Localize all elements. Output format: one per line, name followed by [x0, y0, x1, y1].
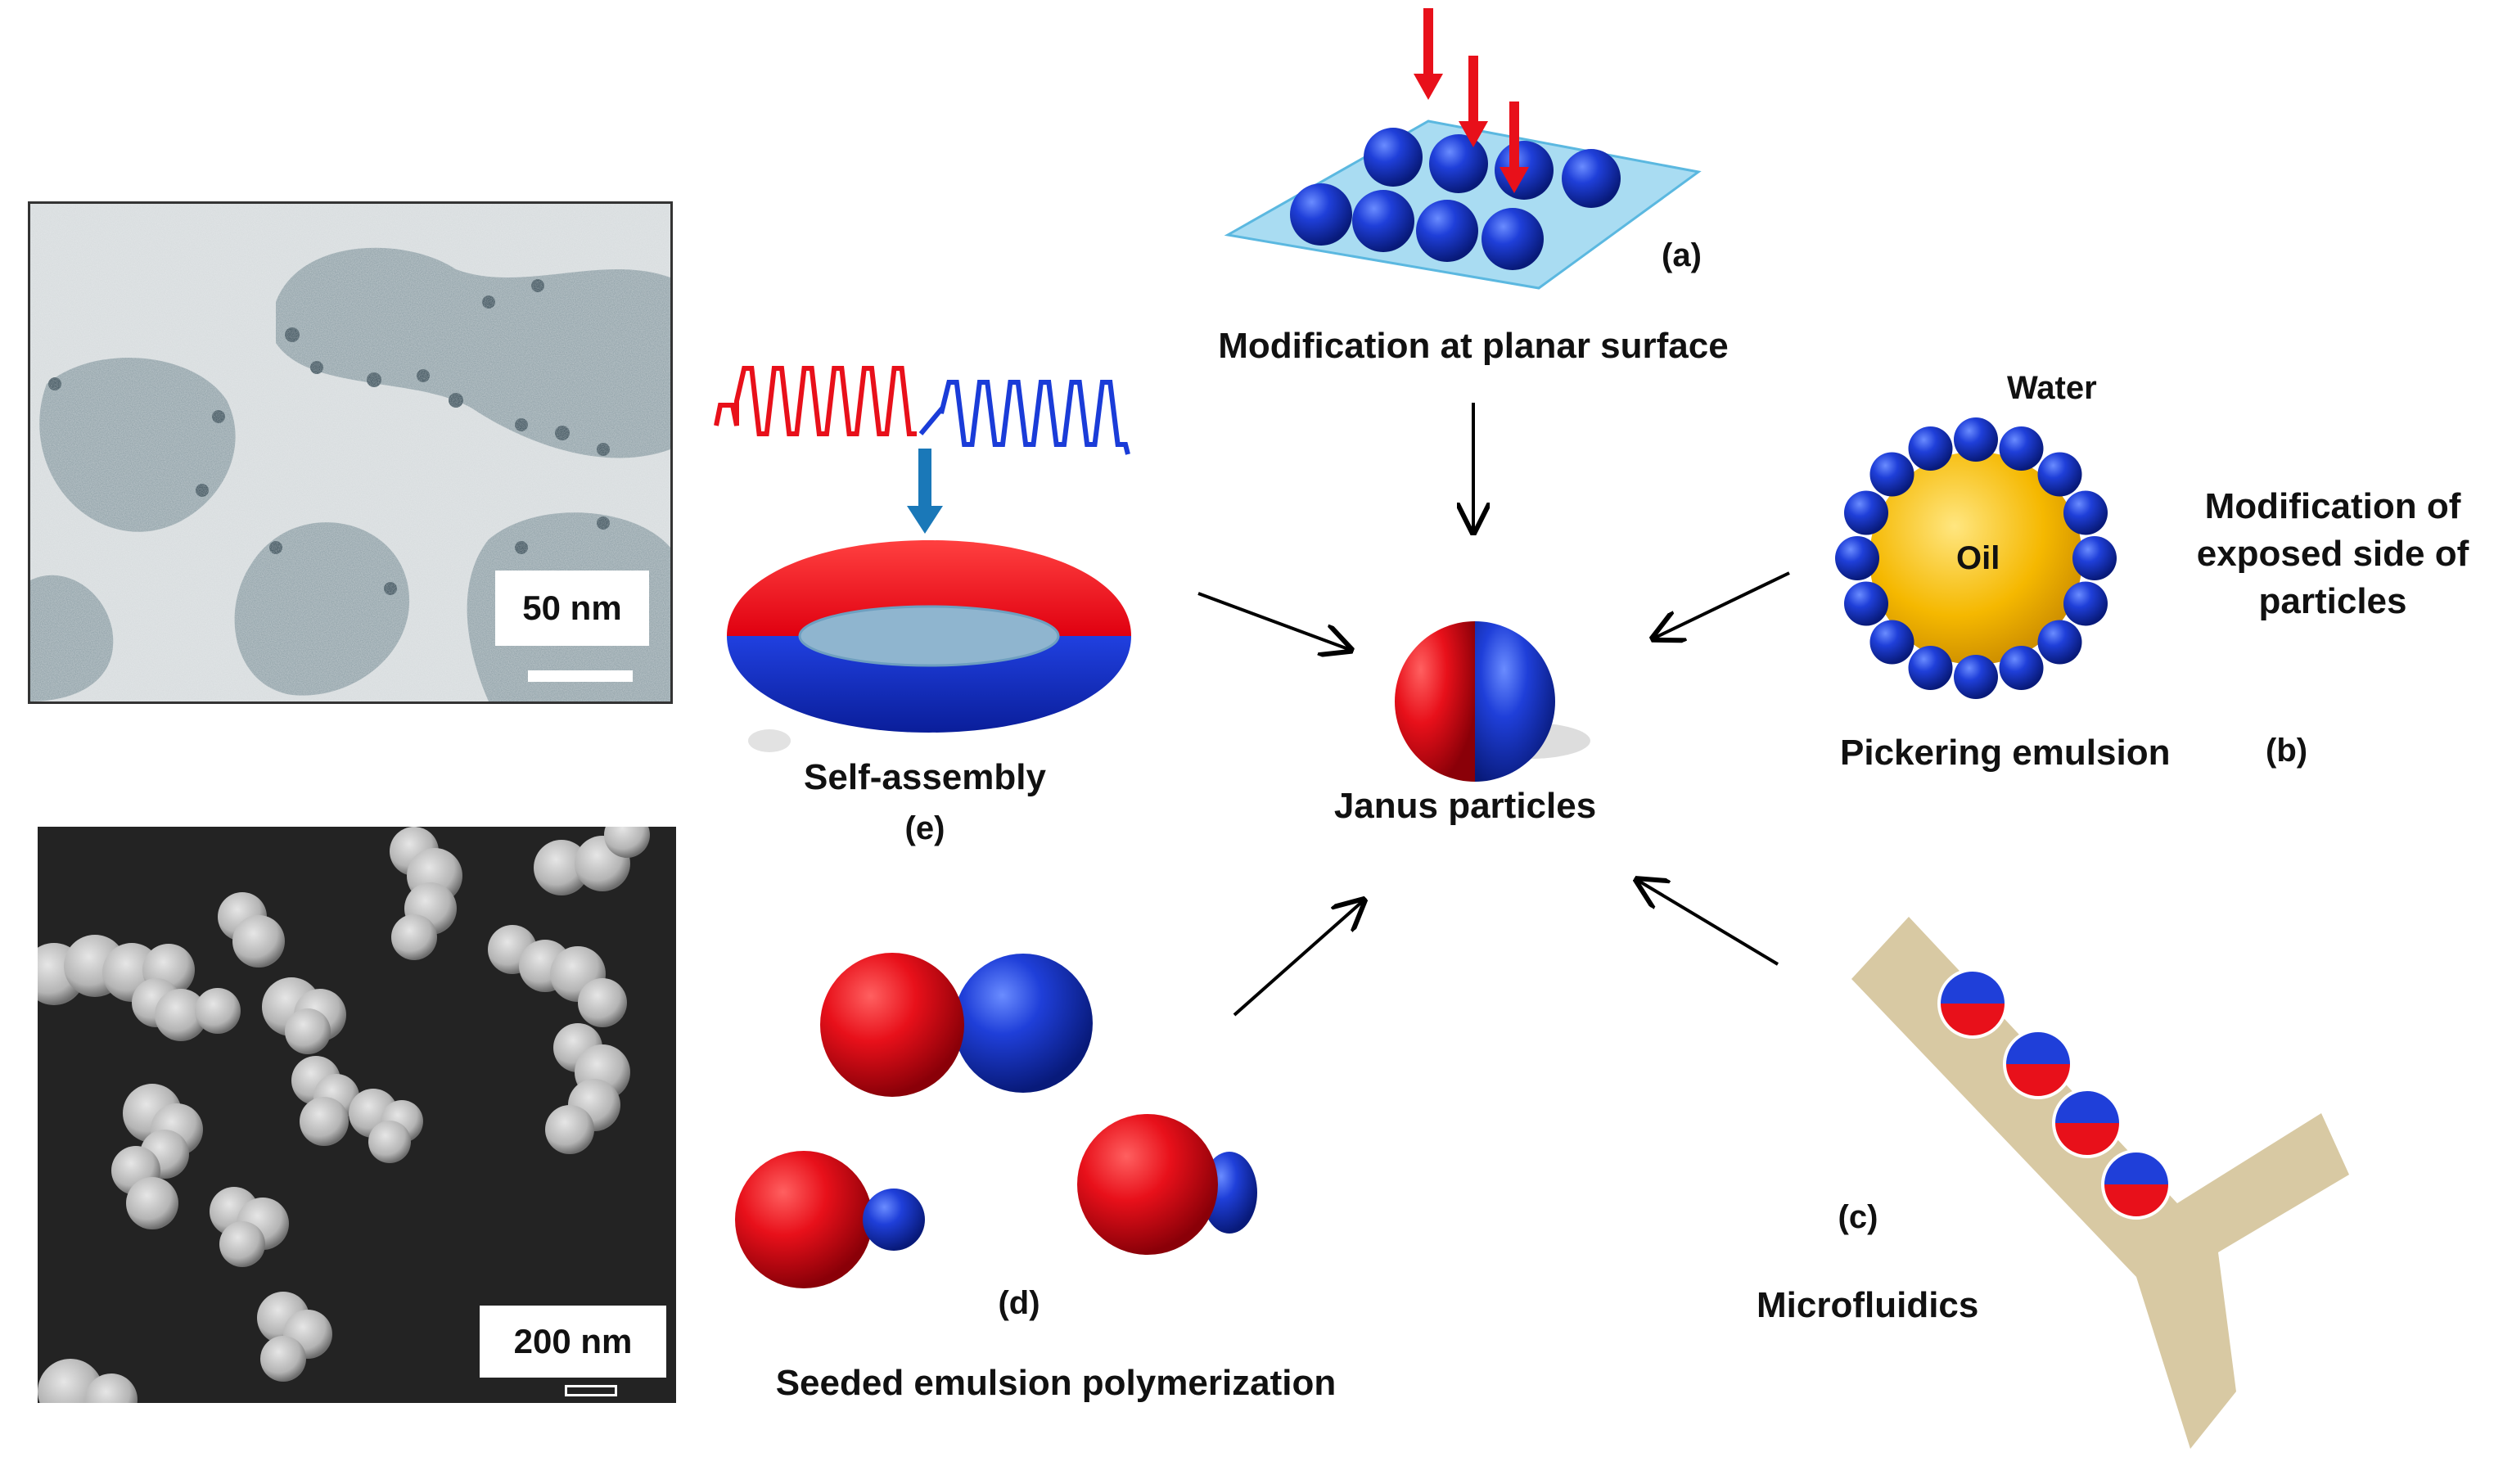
assembly-arrowhead [907, 506, 943, 534]
planar-particle [1562, 149, 1621, 208]
arrow-from-e [1197, 592, 1351, 650]
blue-polymer-chain [918, 380, 1130, 455]
pickering-particle [1844, 581, 1888, 626]
sem-scalebar [565, 1385, 617, 1396]
b-side-line3: particles [2258, 581, 2407, 621]
pickering-particle [1844, 490, 1888, 535]
pickering-particle [2063, 581, 2108, 626]
label-e: (e) [904, 810, 945, 846]
pickering-particle [1869, 452, 1914, 497]
caption-c: Microfluidics [1757, 1285, 1979, 1325]
torus-core [798, 605, 1060, 667]
planar-particle [1416, 200, 1478, 262]
seeded-emulsion-group [735, 953, 1257, 1288]
seed-red-1 [735, 1151, 873, 1288]
tem-scalebar-label: 50 nm [495, 571, 649, 646]
label-c: (c) [1838, 1199, 1878, 1235]
label-b: (b) [2266, 733, 2308, 769]
tem-image [30, 204, 670, 701]
janus-particle [1395, 621, 1590, 782]
pickering-particle [1954, 655, 1998, 699]
pickering-particle [1869, 620, 1914, 665]
caption-b: Pickering emulsion [1840, 733, 2171, 773]
sem-micrograph: 200 nm [38, 827, 676, 1403]
sem-scalebar-label: 200 nm [480, 1306, 666, 1378]
microfluidic-channel-group [1851, 917, 2349, 1449]
sem-image [38, 827, 650, 1403]
b-side-note: Modification of exposed side of particle… [2169, 483, 2496, 625]
pickering-emulsion [1835, 417, 2117, 699]
planar-particle [1429, 134, 1488, 193]
planar-surface-group [1224, 8, 1702, 290]
pickering-particle [2063, 490, 2108, 535]
pickering-particle [1954, 417, 1998, 462]
pickering-particles [1835, 417, 2117, 699]
pickering-particle [1999, 646, 2044, 690]
pickering-particle [1908, 426, 1953, 471]
planar-particle [1290, 183, 1352, 246]
tem-micrograph: 50 nm [28, 201, 673, 704]
seed-blue-small [863, 1189, 925, 1251]
planar-particle [1364, 128, 1423, 187]
pickering-particle [2072, 536, 2117, 580]
oil-droplet [1869, 452, 2082, 665]
microfluidic-channel [1851, 917, 2349, 1449]
arrow-from-c [1637, 880, 1779, 966]
center-title: Janus particles [1333, 786, 1597, 826]
tem-scalebar [528, 670, 633, 682]
planar-particle [1482, 208, 1544, 270]
label-d: (d) [998, 1285, 1040, 1321]
process-arrows [1197, 403, 1790, 1017]
red-polymer-chain [714, 366, 917, 436]
pickering-particle [1908, 646, 1953, 690]
pickering-particle [2037, 452, 2082, 497]
label-a: (a) [1662, 237, 1702, 273]
seed-blue-large [954, 954, 1093, 1093]
caption-e: Self-assembly [804, 757, 1046, 797]
b-side-line2: exposed side of [2196, 534, 2469, 574]
seed-red-2 [1077, 1114, 1218, 1255]
label-oil: Oil [1956, 540, 2000, 576]
arrow-from-d [1233, 900, 1364, 1017]
b-side-line1: Modification of [2204, 486, 2461, 526]
caption-a: Modification at planar surface [1218, 326, 1729, 366]
seed-red-large [820, 953, 964, 1097]
planar-particle [1352, 190, 1414, 252]
pickering-particle [2037, 620, 2082, 665]
torus-red-half [727, 540, 1131, 636]
pickering-particle [1835, 536, 1879, 580]
caption-d: Seeded emulsion polymerization [775, 1363, 1337, 1403]
arrow-from-b [1653, 571, 1790, 638]
pickering-particle [1999, 426, 2044, 471]
self-assembly-group [714, 366, 1131, 752]
torus-blue-half [727, 636, 1131, 733]
red-arrows [1414, 8, 1529, 193]
label-water: Water [2007, 370, 2097, 406]
